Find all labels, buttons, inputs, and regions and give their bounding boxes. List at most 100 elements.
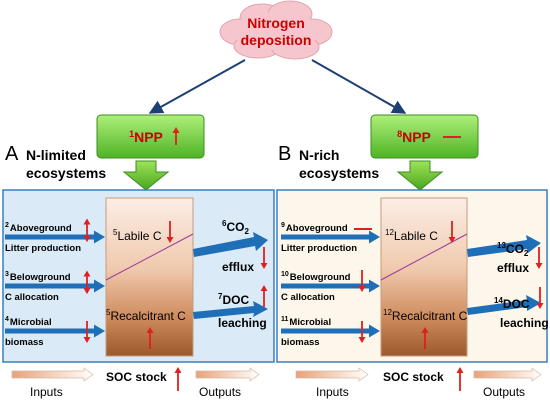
panel-b-output-2: 14DOC leaching [467, 287, 549, 330]
panel-b-down-arrow [396, 160, 444, 191]
legend-b-inputs-arrow [295, 367, 369, 382]
panel-a-output-1-label: CO [226, 220, 244, 234]
panel-b-input-3-arrow [281, 324, 380, 338]
panel-a-recalcitrant-change [146, 327, 154, 349]
legend-b-inputs-label: Inputs [316, 385, 349, 399]
decrease-arrow-head [358, 286, 366, 292]
legend-a-soc-change [174, 367, 182, 391]
npp-b-text: NPP [402, 129, 431, 145]
panel-b-input-1-label: Aboveground [286, 223, 348, 234]
panel-a-output-2-label: DOC [222, 293, 249, 307]
panel-a-input-1-line1: 2Aboveground [5, 222, 72, 234]
decrease-arrow-head [535, 263, 543, 269]
increase-arrow-head [146, 327, 154, 333]
panel-a-output-2-change [260, 285, 268, 307]
panel-b-input-3-line1: 11Microbial [281, 316, 331, 328]
panel-a-output-1-line1: 6CO2 [222, 219, 249, 236]
decrease-arrow-head [83, 236, 91, 243]
panel-a-output-1-line2: efflux [222, 260, 254, 274]
panel-b-input-2-label: Belowground [290, 272, 351, 283]
panel-b-input-1-num: 9 [281, 222, 285, 229]
panel-a-input-1-change [83, 218, 91, 243]
npp-a-number: 1 [129, 129, 134, 139]
panel-a-output-1: 6CO2 efflux [193, 219, 268, 274]
panel-a-output-2: 7DOC leaching [193, 285, 268, 330]
decrease-arrow-head [83, 337, 91, 343]
panel-a-recalcitrant-label: 5Recalcitrant C [106, 308, 186, 323]
panel-a-input-1-num: 2 [5, 222, 9, 229]
panel-a-header: 1NPP A N-limited ecosystems [5, 114, 205, 191]
panel-a-input-1-line2: Litter production [5, 243, 81, 254]
panel-b-output-1-sub: 2 [524, 249, 529, 258]
cloud-to-npp-a-arrow [148, 59, 246, 114]
npp-b-number: 8 [397, 129, 402, 139]
panel-b-recalcitrant-text: Recalcitrant C [392, 309, 468, 323]
panel-b-output-2-label: DOC [503, 297, 530, 311]
panel-b-title-line1: N-rich [299, 147, 339, 163]
panel-b-output-2-arrow [467, 295, 541, 315]
npp-b-label: 8NPP [397, 129, 431, 145]
panel-a-recalcitrant-num: 5 [106, 308, 111, 317]
legend-b-outputs-arrow [473, 367, 542, 382]
panel-b-input-1-arrow [281, 230, 380, 244]
increase-arrow-head [260, 285, 268, 291]
panel-b-output-1-num: 13 [497, 241, 506, 250]
panel-a-output-2-line2: leaching [218, 316, 267, 330]
increase-arrow-head [456, 367, 464, 373]
panel-b-output-1-label: CO [506, 242, 524, 256]
panel-a-labile-change [166, 221, 174, 243]
panel-b: 12Labile C 12Recalcitrant C 9Aboveground… [276, 189, 549, 363]
panel-b-recalcitrant-num: 12 [383, 308, 392, 317]
legend-b-soc-change [456, 367, 464, 391]
panel-a-input-2-label: Belowground [10, 272, 71, 283]
panel-a-input-3-line1: 4Microbial [5, 316, 52, 328]
panel-a-input-2-arrow [5, 279, 105, 293]
decrease-arrow-head [536, 303, 544, 309]
panel-a-input-1-arrow [5, 230, 105, 244]
legend-a-inputs-arrow [11, 367, 94, 382]
legend-b-soc-label: SOC stock [383, 370, 444, 384]
panel-b-output-2-change [536, 287, 544, 309]
nitrogen-label-line1: Nitrogen [247, 15, 305, 31]
panel-a-input-2-change [83, 270, 91, 295]
legend-a-outputs-label: Outputs [199, 385, 241, 399]
panel-b-recalcitrant-change [421, 327, 429, 349]
panel-b-title-line2: ecosystems [299, 165, 379, 181]
panel-b-output-1: 13CO2 efflux [467, 235, 543, 275]
panel-a-labile-text: Labile C [117, 229, 161, 243]
npp-a-change-arrow [172, 127, 180, 145]
increase-arrow-head [174, 367, 182, 373]
decrease-arrow-head [166, 237, 174, 243]
panel-b-input-1-line2: Litter production [281, 243, 357, 254]
panel-b-output-2-num: 14 [494, 296, 503, 305]
panel-b-output-1-line2: efflux [497, 261, 529, 275]
panel-b-input-3: 11Microbial biomass [281, 316, 380, 348]
panel-b-input-1-line1: 9Aboveground [281, 222, 348, 234]
panel-b-output-1-change [535, 247, 543, 269]
panel-a-output-2-num: 7 [218, 292, 223, 301]
nitrogen-label-line2: deposition [241, 32, 312, 48]
panel-a-title-line1: N-limited [26, 147, 86, 163]
panel-a: 5Labile C 5Recalcitrant C 2Aboveground L… [2, 189, 275, 363]
panel-b-input-2-num: 10 [281, 271, 289, 278]
panel-b-output-1-line1: 13CO2 [497, 241, 529, 258]
legend-a-inputs-label: Inputs [30, 385, 63, 399]
panel-a-labile-label: 5Labile C [113, 228, 162, 243]
increase-arrow-head [172, 127, 180, 133]
panel-b-input-3-num: 11 [281, 316, 289, 323]
panel-a-input-3-arrow [5, 324, 105, 338]
panel-b-labile-num: 12 [385, 228, 394, 237]
decrease-arrow-head [448, 237, 456, 243]
panel-a-output-1-arrow [193, 232, 268, 257]
panel-b-output-2-line1: 14DOC [494, 296, 530, 311]
panel-a-labile-num: 5 [113, 228, 118, 237]
panel-b-input-2-arrow [281, 279, 380, 293]
panel-a-pool-divider [105, 233, 194, 281]
panel-a-down-arrow [122, 160, 170, 191]
panel-b-input-2-change [358, 270, 366, 292]
panel-a-input-2-line2: C allocation [5, 292, 59, 303]
panel-b-input-3-line2: biomass [281, 337, 320, 348]
panel-a-output-2-line1: 7DOC [218, 292, 249, 307]
panel-a-recalcitrant-text: Recalcitrant C [110, 309, 186, 323]
